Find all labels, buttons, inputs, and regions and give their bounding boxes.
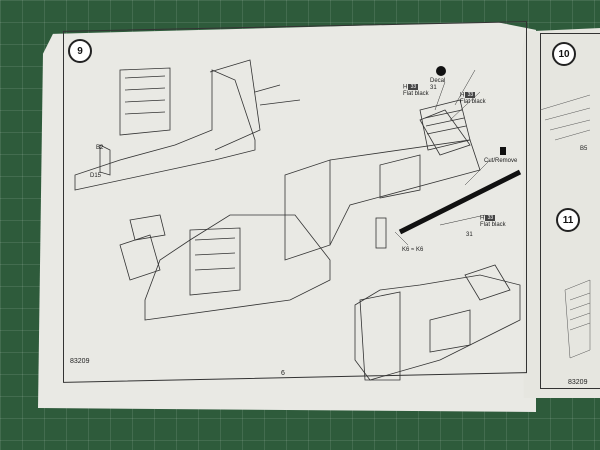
callout-decal: Decal 31 [430, 78, 446, 91]
step-11-badge: 11 [556, 208, 580, 232]
step-frame-right [540, 33, 600, 389]
cut-remove-icon [500, 147, 506, 155]
part-ref-d: D15 [90, 173, 102, 179]
step-10-badge: 10 [552, 42, 576, 66]
part-ref-b: B2 [96, 145, 104, 151]
part-ref-kb: K6 ≈ K6 [402, 247, 424, 253]
callout-cut-remove: Cut/Remove [484, 158, 518, 164]
part-ref-31: 31 [466, 232, 473, 238]
part-ref-b5: B5 [580, 146, 588, 152]
book-code-left: 83209 [70, 358, 90, 365]
instruction-page-left [38, 21, 536, 412]
decal-icon [436, 66, 446, 76]
step-9-badge: 9 [68, 39, 92, 63]
page-number: 6 [281, 370, 285, 377]
book-code-right: 83209 [568, 379, 588, 386]
